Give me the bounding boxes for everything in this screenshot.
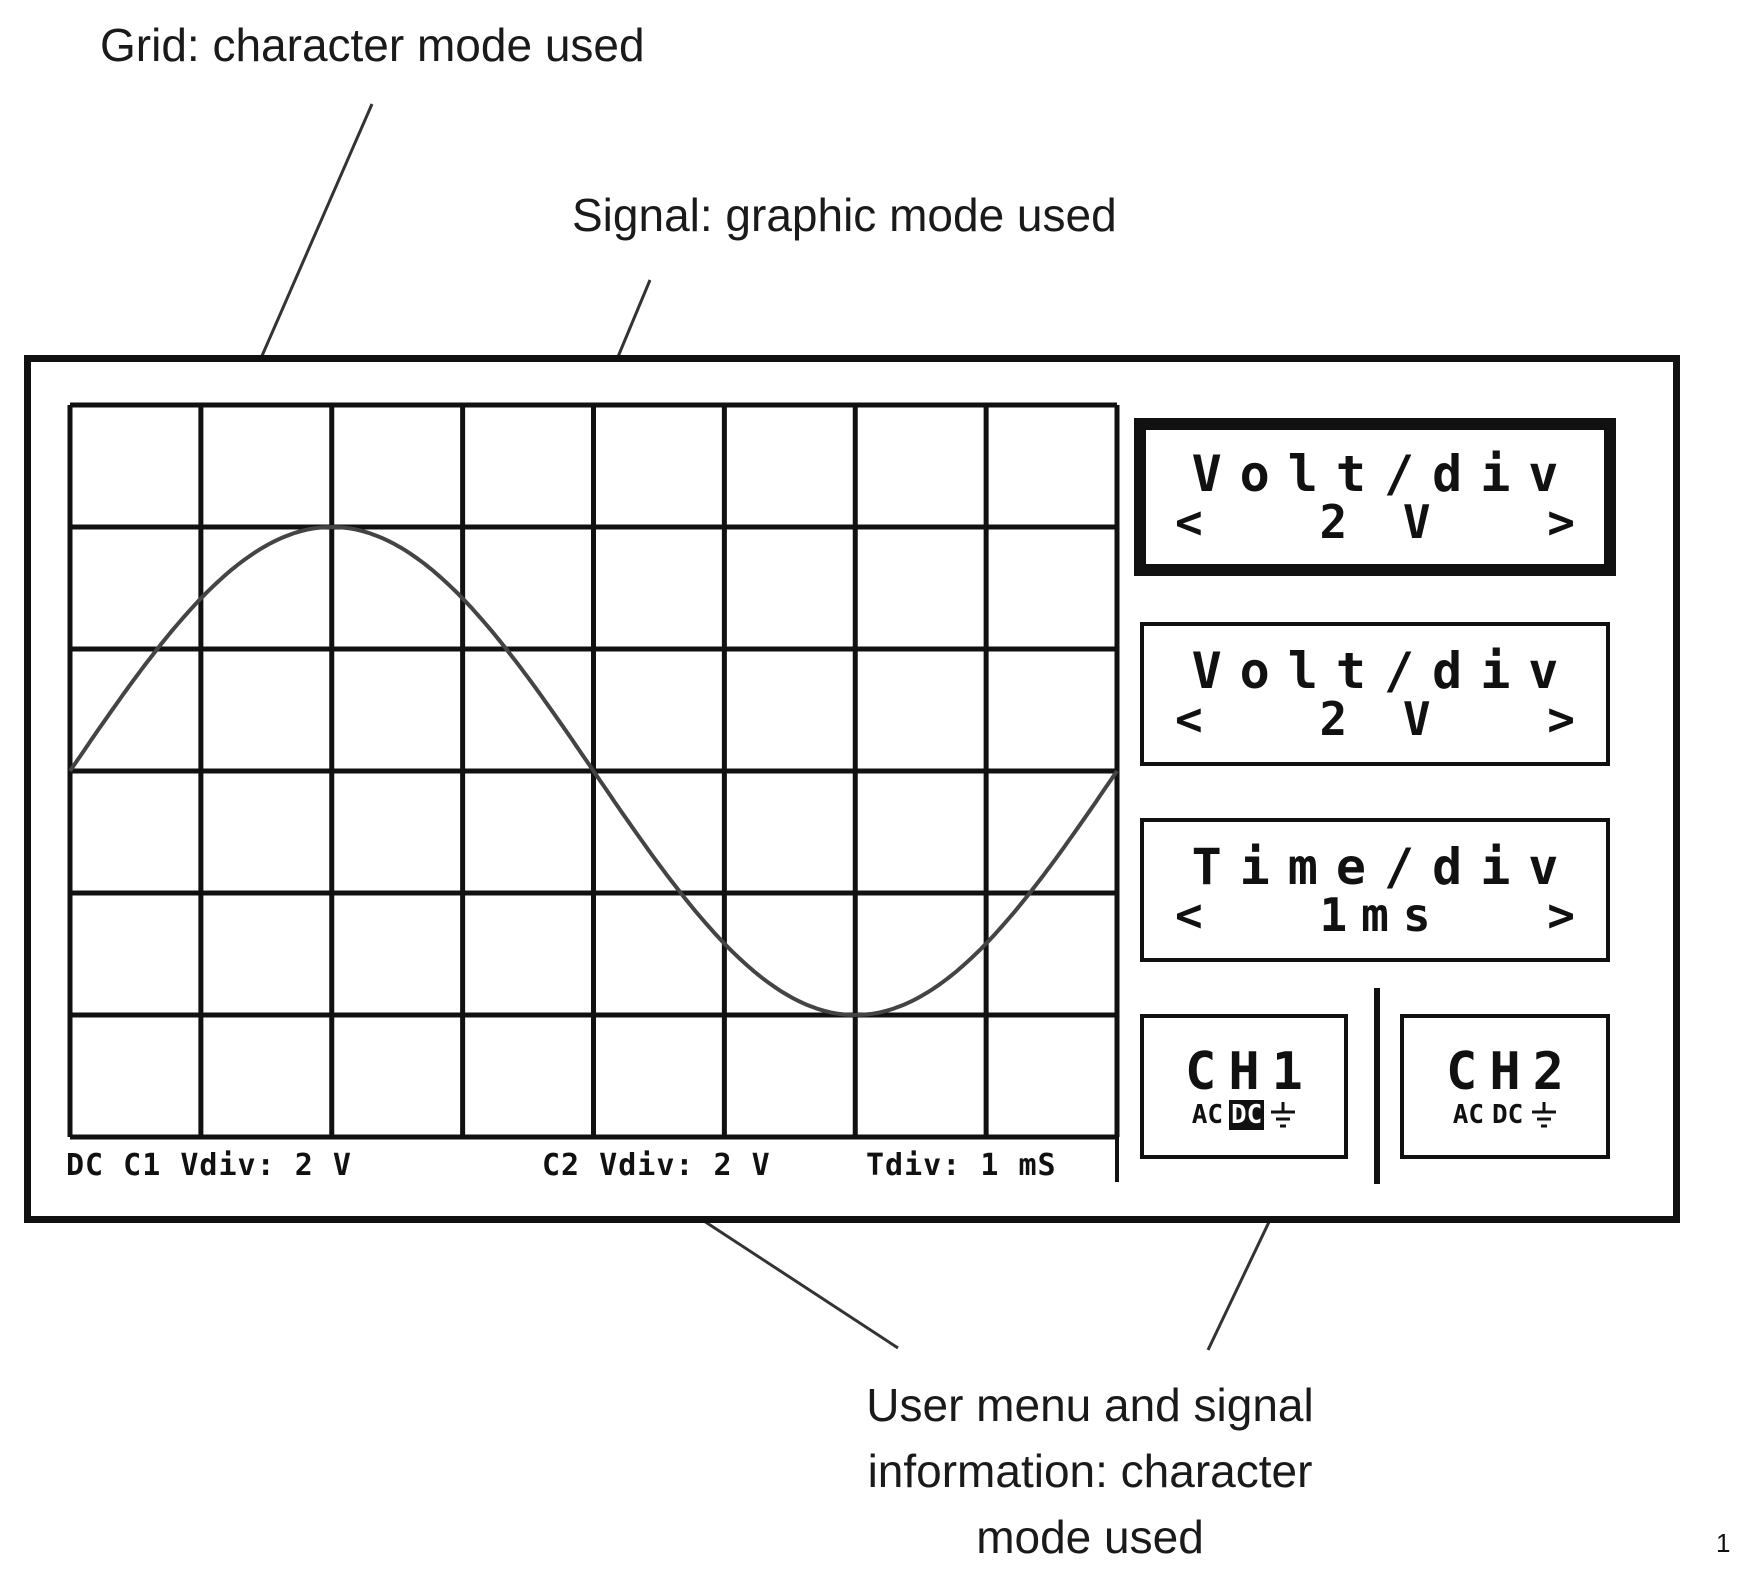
- ground-icon[interactable]: [1268, 1100, 1298, 1130]
- sine-signal-trace: [68, 524, 1119, 1018]
- menu-value-row: < 1ms >: [1175, 892, 1575, 938]
- menu-title: Volt/div: [1191, 642, 1577, 700]
- volt-div-menu-selected[interactable]: Volt/div < 2 V >: [1134, 418, 1616, 576]
- channel-name: CH2: [1446, 1041, 1576, 1102]
- menu-callout-line-2: information: character: [867, 1445, 1313, 1497]
- menu-callout: User menu and signal information: charac…: [780, 1372, 1400, 1570]
- coupling-selector: AC DC: [1451, 1100, 1560, 1130]
- coupling-dc-option[interactable]: DC: [1492, 1099, 1524, 1130]
- corner-mark: 1: [1716, 1528, 1731, 1558]
- volt-div-menu[interactable]: Volt/div < 2 V >: [1140, 622, 1610, 766]
- status-ch1-volt-div: DC C1 Vdiv: 2 V: [66, 1148, 352, 1183]
- channel-2-button[interactable]: CH2 AC DC: [1400, 1014, 1610, 1159]
- menu-value: 1ms: [1319, 888, 1445, 942]
- menu-value-row: < 2 V >: [1175, 696, 1575, 742]
- decrease-arrow-icon[interactable]: <: [1175, 495, 1203, 549]
- menu-title: Time/div: [1191, 838, 1577, 896]
- coupling-dc-option-active[interactable]: DC: [1229, 1099, 1265, 1130]
- coupling-ac-option[interactable]: AC: [1191, 1099, 1223, 1130]
- grid-callout: Grid: character mode used: [100, 19, 645, 71]
- coupling-ac-option[interactable]: AC: [1452, 1099, 1484, 1130]
- increase-arrow-icon[interactable]: >: [1547, 888, 1575, 942]
- increase-arrow-icon[interactable]: >: [1547, 692, 1575, 746]
- decrease-arrow-icon[interactable]: <: [1175, 692, 1203, 746]
- status-ch2-volt-div: C2 Vdiv: 2 V: [542, 1148, 771, 1183]
- menu-callout-line-1: User menu and signal: [866, 1379, 1314, 1431]
- increase-arrow-icon[interactable]: >: [1547, 495, 1575, 549]
- menu-value-row: < 2 V >: [1175, 499, 1575, 545]
- menu-title: Volt/div: [1191, 445, 1577, 503]
- decrease-arrow-icon[interactable]: <: [1175, 888, 1203, 942]
- coupling-selector: AC DC: [1190, 1099, 1299, 1130]
- menu-callout-line-3: mode used: [976, 1511, 1204, 1563]
- status-time-div: Tdiv: 1 mS: [866, 1148, 1057, 1183]
- time-div-menu[interactable]: Time/div < 1ms >: [1140, 818, 1610, 962]
- channel-1-button[interactable]: CH1 AC DC: [1140, 1014, 1348, 1159]
- menu-value: 2 V: [1319, 692, 1445, 746]
- channel-name: CH1: [1185, 1041, 1315, 1102]
- menu-value: 2 V: [1319, 495, 1445, 549]
- channel-divider: [1374, 988, 1380, 1184]
- signal-callout: Signal: graphic mode used: [572, 189, 1117, 241]
- ground-icon[interactable]: [1529, 1100, 1559, 1130]
